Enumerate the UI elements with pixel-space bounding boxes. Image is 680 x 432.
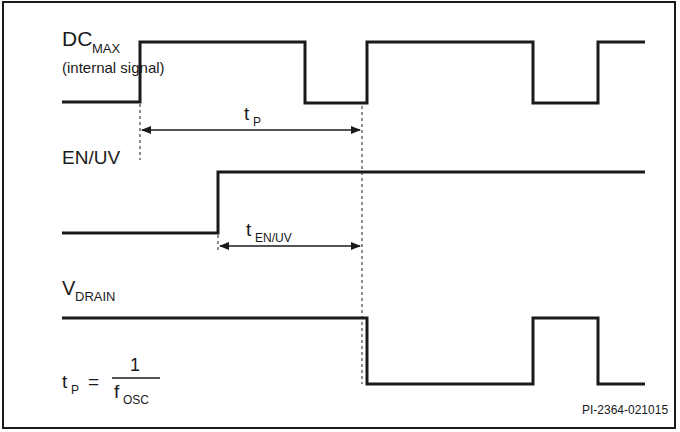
dcmax-waveform [62,42,645,103]
vdrain-waveform [62,318,645,384]
delay-arrow [220,245,360,247]
guide-line [140,104,141,160]
signal-name: V [62,278,75,298]
period-arrow [142,129,360,131]
timing-subscript: P [253,116,261,128]
figure-id: PI-2364-021015 [582,404,668,416]
signal-name: DC [62,28,92,49]
fraction-bar [112,377,160,379]
timing-subscript: EN/UV [255,232,292,244]
timing-symbol: t [244,104,249,123]
signal-subscript: DRAIN [75,290,115,303]
formula-subscript: OSC [123,394,149,406]
guide-line [362,106,363,384]
timing-symbol: t [246,220,251,239]
signal-subscript: MAX [92,42,120,55]
formula-symbol: f [114,382,119,401]
formula-numerator: 1 [130,356,140,374]
formula-subscript: P [71,384,79,396]
formula-symbol: t [62,372,67,391]
enuv-waveform [62,172,645,233]
guide-line [218,235,219,252]
signal-name: EN/UV [62,148,120,167]
frame-border [3,2,675,428]
formula-operator: = [88,372,99,391]
signal-note: (internal signal) [62,60,165,75]
